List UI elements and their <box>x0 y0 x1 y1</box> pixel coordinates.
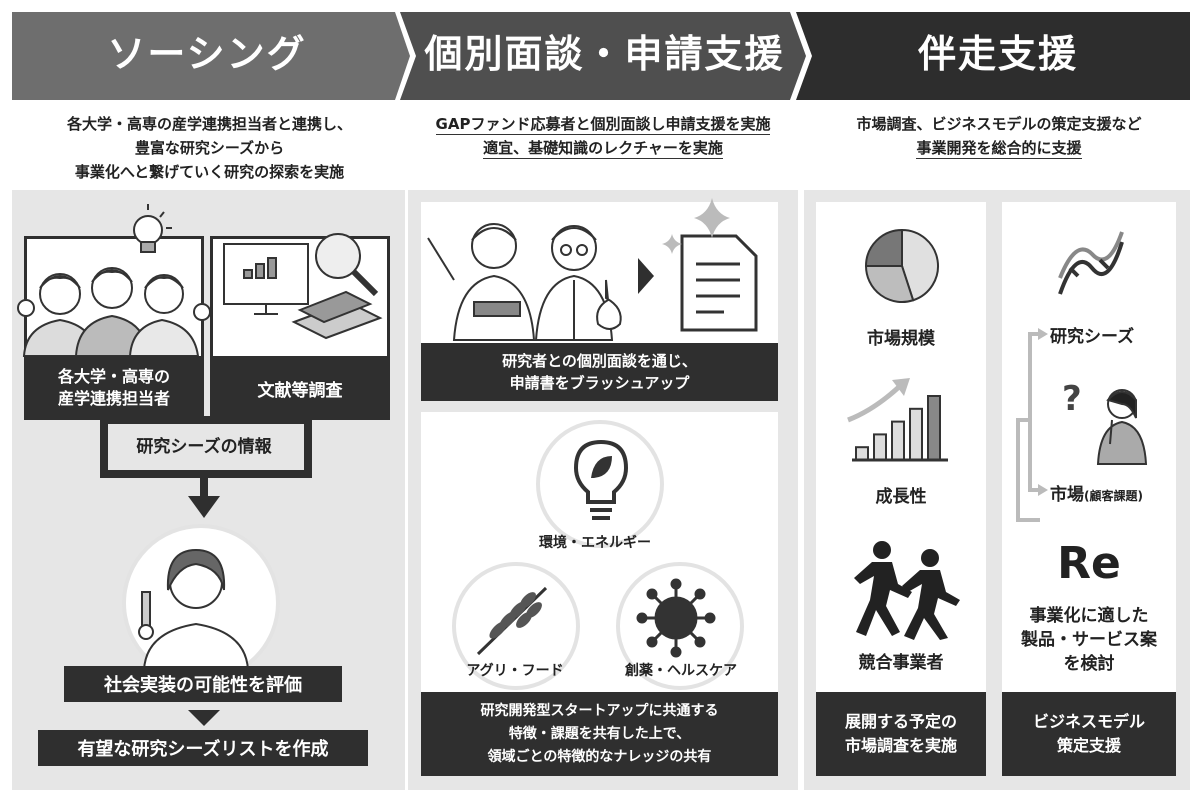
title-interview: 個別面談・申請支援 <box>424 31 785 76</box>
market-label: 市場 <box>1050 485 1084 505</box>
growth-bar-3 <box>909 407 923 462</box>
market-note-label: (顧客課題) <box>1084 489 1143 503</box>
business-model-box: ビジネスモデル 策定支援 <box>1002 692 1176 776</box>
market-size-pie-chart <box>864 228 939 303</box>
desc-interview: GAPファンド応募者と個別面談し申請支援を実施 適宜、基礎知識のレクチャーを実施 <box>435 115 771 159</box>
down-arrow-1 <box>188 474 220 518</box>
literature-box: 文献等調査 <box>210 356 390 420</box>
growth-bar-4 <box>927 395 941 461</box>
liaison-box: 各大学・高専の 産学連携担当者 <box>24 356 204 420</box>
researcher-test-tube-icon <box>138 548 250 671</box>
brushup-box: 研究者との個別面談を通じ、 申請書をブラッシュアップ <box>421 343 778 401</box>
evaluate-box: 社会実装の可能性を評価 <box>64 666 342 702</box>
market-size-label: 市場規模 <box>867 329 935 349</box>
arrow-to-document-icon <box>638 258 654 294</box>
growth-bar-1 <box>873 433 887 462</box>
agri-circle <box>452 562 580 690</box>
growth-arrow-icon <box>847 378 910 423</box>
growth-label: 成長性 <box>875 487 927 507</box>
flow-lines <box>1016 328 1048 522</box>
desc-sourcing: 各大学・高専の産学連携担当者と連携し、 豊富な研究シーズから 事業化へと繋げてい… <box>66 115 352 181</box>
researchers-group-icon <box>17 267 211 357</box>
header-chevrons <box>12 12 1190 100</box>
pie-slice-1 <box>864 265 915 303</box>
energy-label: 環境・エネルギー <box>539 535 651 551</box>
down-arrow-2 <box>188 710 220 726</box>
virus-icon <box>636 578 716 658</box>
lightbulb-leaf-icon <box>573 439 629 520</box>
growth-bar-2 <box>891 420 905 462</box>
researchers-interview-icon <box>427 223 622 341</box>
pie-slice-2 <box>864 228 903 267</box>
dna-icon <box>1058 231 1124 295</box>
market-line-label: 市場(顧客課題) <box>1050 480 1180 505</box>
monitor-books-icon <box>223 233 383 340</box>
desc-support: 市場調査、ビジネスモデルの策定支援など 事業開発を総合的に支援 <box>856 115 1142 159</box>
pharma-label: 創薬・ヘルスケア <box>625 663 737 679</box>
re-logo: Re <box>1057 538 1121 589</box>
seeds-label: 研究シーズ <box>1050 327 1135 347</box>
header-support-bg <box>796 12 1190 100</box>
growth-bar-chart <box>852 395 948 462</box>
agri-label: アグリ・フード <box>466 663 564 679</box>
title-support: 伴走支援 <box>917 31 1078 76</box>
competitors-label: 競合事業者 <box>858 653 944 673</box>
running-competitors-icon <box>854 541 960 640</box>
document-sparkle-icon <box>662 198 758 332</box>
knowledge-box: 研究開発型スタートアップに共通する 特徴・課題を共有した上で、 領域ごとの特徴的… <box>421 692 778 776</box>
header-interview-bg <box>400 12 806 100</box>
title-sourcing: ソーシング <box>107 31 307 76</box>
header-sourcing-bg <box>12 12 410 100</box>
growth-bar-0 <box>855 446 869 462</box>
seeds-info-label: 研究シーズの情報 <box>136 437 272 457</box>
svg-text:?: ? <box>1062 379 1082 419</box>
pie-slice-0 <box>901 228 939 302</box>
lightbulb-idea-icon <box>133 204 172 253</box>
seeds-list-box: 有望な研究シーズリストを作成 <box>38 730 368 766</box>
product-label: 事業化に適した 製品・サービス案 を検討 <box>1021 606 1157 674</box>
wheat-icon <box>476 586 548 656</box>
thinking-person-icon: ? <box>1062 379 1148 465</box>
market-research-box: 展開する予定の 市場調査を実施 <box>816 692 986 776</box>
